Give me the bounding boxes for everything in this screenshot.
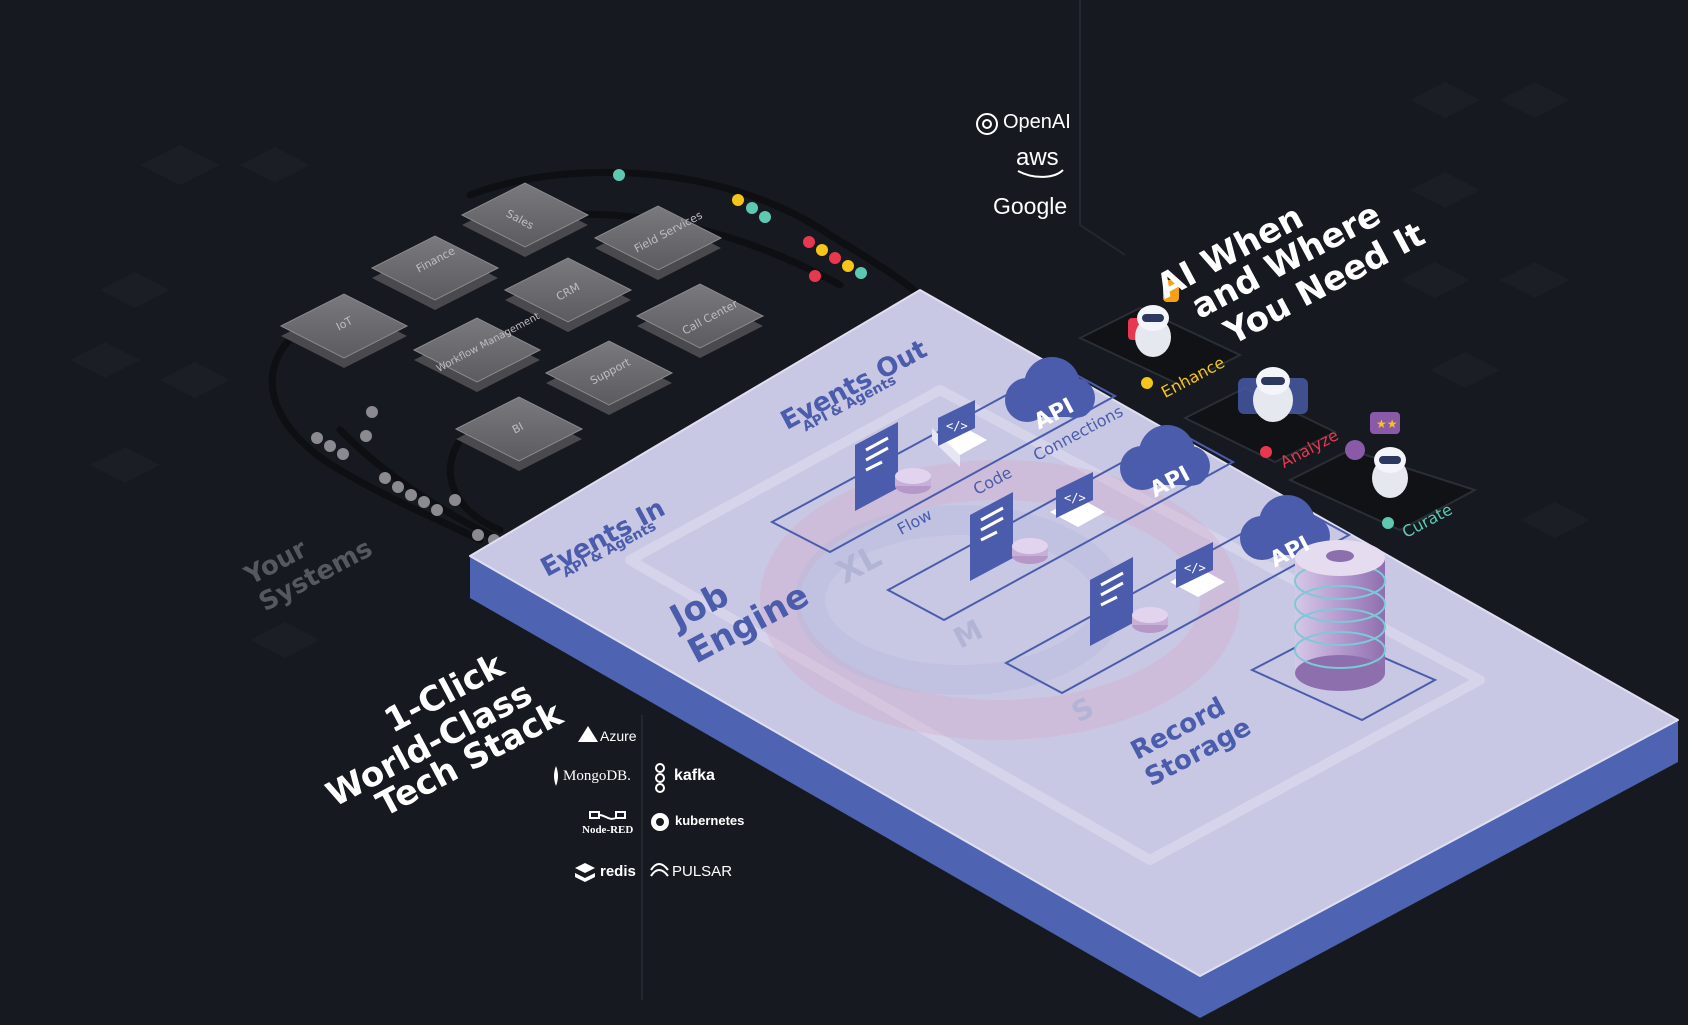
api-cloud-m — [1120, 425, 1210, 490]
tile-field-services — [593, 205, 723, 280]
tile-bi — [454, 396, 584, 471]
code-icon-m: </> — [1050, 472, 1105, 527]
svg-text:</>: </> — [946, 419, 968, 433]
provider-aws: aws — [1016, 144, 1059, 171]
robot-curate: ★★ — [1345, 412, 1408, 498]
tile-support — [544, 340, 674, 415]
system-tiles — [279, 182, 765, 471]
tile-sales — [460, 182, 590, 257]
tile-call-center — [635, 283, 765, 358]
kubernetes-icon — [651, 813, 669, 831]
logo-azure: Azure — [600, 728, 637, 744]
panel-analyze — [1182, 386, 1338, 464]
azure-icon — [578, 726, 598, 742]
api-cloud-xl — [1005, 357, 1095, 422]
logo-redis: redis — [600, 863, 636, 880]
connection-paths — [268, 168, 929, 544]
tile-iot — [279, 293, 409, 368]
robot-analyze — [1238, 367, 1308, 422]
flow-icon-m — [970, 492, 1048, 581]
tech-logo-glyphs — [554, 113, 1064, 882]
tile-workflow — [412, 317, 542, 392]
platform-top — [469, 289, 1679, 977]
logo-node-red: Node-RED — [582, 824, 634, 836]
logo-mongodb: MongoDB. — [563, 768, 631, 784]
provider-openai: OpenAI — [1003, 111, 1071, 133]
tile-crm — [503, 257, 633, 332]
code-icon-xl: </> — [932, 400, 987, 467]
flow-icon-xl — [855, 422, 931, 511]
api-cloud-s — [1240, 495, 1330, 560]
logo-kubernetes: kubernetes — [675, 813, 745, 828]
event-dots — [311, 169, 867, 546]
node-red-icon — [589, 811, 626, 820]
platform — [469, 289, 1679, 1018]
platform-side — [470, 556, 1678, 1018]
curate-dot — [1382, 517, 1394, 529]
robot-enhance — [1128, 280, 1179, 357]
mongodb-icon — [554, 766, 558, 786]
logo-pulsar: PULSAR — [672, 863, 733, 880]
svg-text:</>: </> — [1184, 561, 1206, 575]
redis-icon — [575, 863, 595, 882]
logo-kafka: kafka — [674, 767, 715, 784]
svg-text:</>: </> — [1064, 491, 1086, 505]
kafka-icon — [655, 763, 665, 793]
openai-icon — [976, 113, 998, 135]
database-icon — [1294, 540, 1386, 691]
flow-icon-s — [1090, 557, 1168, 646]
enhance-dot — [1141, 377, 1153, 389]
pulsar-icon — [650, 863, 669, 877]
analyze-dot — [1260, 446, 1272, 458]
svg-text:★★: ★★ — [1376, 417, 1398, 431]
aws-smile-icon — [1017, 169, 1064, 178]
tile-finance — [370, 235, 500, 310]
provider-google: Google — [993, 193, 1068, 219]
background-tiles — [70, 82, 1590, 658]
code-icon-s: </> — [1170, 542, 1225, 597]
